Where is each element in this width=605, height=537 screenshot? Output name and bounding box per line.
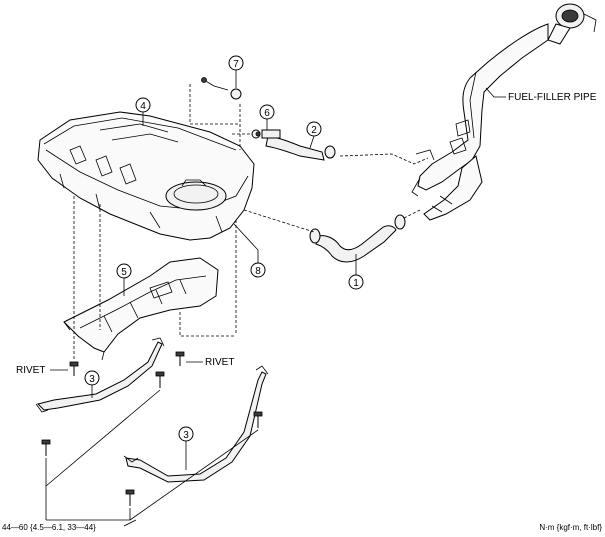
rivet-right [175,351,185,366]
bolt-strap-left-front [41,439,51,456]
callout-3-upper: 3 [84,370,100,398]
svg-text:2: 2 [311,125,317,136]
bolt-strap-left-rear [155,371,165,388]
bolt-strap-right-rear [253,411,263,428]
callout-8: 8 [233,223,266,278]
callout-1: 1 [348,254,364,290]
callout-6: 6 [259,104,275,130]
bolt-strap-right-front [125,489,135,506]
svg-text:8: 8 [255,266,261,277]
svg-text:1: 1 [353,278,359,289]
torque-leader-lines [45,389,259,527]
callout-5: 5 [116,263,132,296]
torque-units-label: N·m {kgf·m, ft·lbf} [539,523,602,532]
torque-spec-label: 44—60 {4.5—6.1, 33—44} [2,523,96,532]
callout-4: 4 [135,97,151,126]
assembly-guide-lines [73,84,429,360]
tank-strap-lower-3 [123,365,269,483]
svg-text:3: 3 [89,374,95,385]
rivet-label-right: RIVET [205,357,234,368]
rivet-left [69,361,79,376]
callout-3-lower: 3 [178,426,194,470]
svg-text:5: 5 [121,267,127,278]
insulator-5 [63,257,219,361]
fuel-filler-pipe-label: FUEL-FILLER PIPE [508,92,597,103]
fuel-filler-pipe [411,3,597,221]
callout-2: 2 [306,121,322,149]
rivet-label-left: RIVET [16,365,45,376]
callout-7: 7 [228,55,244,88]
svg-text:4: 4 [140,101,146,112]
svg-text:6: 6 [264,108,270,119]
fuel-filler-hose-1 [309,214,406,263]
tank-strap-upper-3 [35,337,165,413]
nut-7-assembly [201,77,261,137]
svg-text:3: 3 [183,430,189,441]
breather-hose-2 [265,135,336,161]
fuel-tank-4 [37,111,255,241]
svg-text:7: 7 [233,59,239,70]
